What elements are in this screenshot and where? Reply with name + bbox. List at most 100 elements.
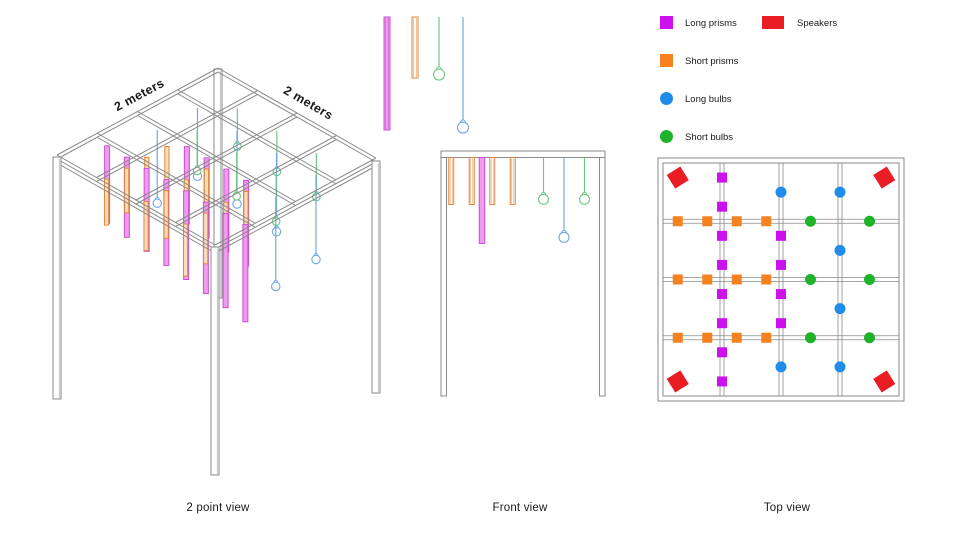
top-short-prism [761,216,772,227]
top-short-bulb [864,332,875,344]
top-long-prism [717,347,727,358]
top-long-prism [776,259,786,270]
front-top-bar [440,150,606,158]
top-long-bulb [834,244,846,256]
view-front [440,150,606,397]
top-short-bulb [805,215,816,227]
front-left-leg [440,150,447,397]
top-long-prism [717,289,727,300]
sample-short-bulb-globe [432,68,446,81]
top-short-bulb [864,215,875,227]
sample-short-prism [411,16,419,79]
legend-label: Long prisms [685,18,737,29]
top-short-prism [672,216,683,227]
near-leg [210,246,220,476]
roof-beam [135,116,298,205]
legend-label: Speakers [797,18,838,29]
roof-beam [214,165,377,254]
top-inner-border [662,162,900,397]
long-bulb-globe [311,254,321,265]
top-short-prism [672,332,683,343]
long-prism [242,224,249,323]
front-short-bulb-globe [537,193,550,205]
short-bulbs-swatch-icon [660,130,673,143]
short-prism [103,178,110,226]
top-short-bulb [805,274,816,285]
short-prism [163,190,169,239]
roof-beam [56,162,216,254]
top-long-bulb [834,186,846,198]
top-short-prism [702,332,713,343]
top-short-prism [731,332,742,343]
long-bulbs-swatch-icon [660,92,673,105]
roof-beam [217,71,377,163]
top-long-prism [717,201,727,212]
long-bulb-globe [232,199,242,209]
front-short-prism [468,157,475,205]
roof-beam [175,139,337,227]
long-bulb-globe [270,281,281,292]
short-prism [124,167,130,214]
top-long-prism [776,289,786,300]
front-short-bulb-globe [578,193,591,205]
caption-two-point-view: 2 point view [186,502,250,514]
roof-beam [135,112,298,201]
top-speaker [666,166,689,189]
short-prism [182,223,189,277]
top-outer-border [657,157,905,402]
top-short-prism [761,332,772,343]
long-prism [222,212,229,309]
top-short-prism [731,274,742,285]
top-long-bulb [775,361,787,373]
legend-label: Long bulbs [685,94,732,105]
left-leg [52,156,62,400]
roof-beam [177,89,336,181]
top-long-prism [717,230,727,241]
legend-label: Short bulbs [685,132,734,143]
top-long-bulb [834,361,846,373]
top-short-bulb [864,274,875,285]
top-long-bulb [834,303,846,315]
front-right-leg [599,150,606,397]
roof-beam [217,67,377,159]
top-short-prism [761,274,772,285]
roof-beam [214,157,377,246]
top-short-prism [731,216,742,227]
long-bulb-globe [271,227,282,237]
top-short-prism [702,274,713,285]
short-prisms-swatch-icon [660,54,673,67]
legend-label: Short prisms [685,56,739,67]
long-bulb-globe [152,198,163,209]
top-long-prism [717,318,727,329]
roof-beam [214,161,377,250]
caption-top-view: Top view [763,502,811,514]
top-long-bulb [775,186,787,198]
caption-front-view: Front view [492,502,548,514]
top-long-prism [717,376,727,387]
front-short-prism [489,157,496,205]
top-speaker [666,370,689,393]
top-short-prism [702,216,713,227]
top-long-prism [776,230,786,241]
front-short-prism [509,157,516,205]
sample-long-bulb-globe [456,121,470,134]
top-short-prism [672,274,683,285]
view-two-point [52,67,381,476]
front-long-bulb-globe [558,231,570,243]
front-long-prism [478,157,486,244]
roof-beam [177,93,336,185]
front-short-prism [448,157,455,205]
top-speaker [873,370,896,393]
top-short-bulb [805,332,816,344]
detail-samples [383,16,470,134]
long-prisms-swatch-icon [660,16,673,29]
short-prism [143,201,149,252]
right-leg [371,160,381,394]
top-long-prism [717,259,727,270]
sample-long-prism [383,16,391,131]
top-speaker [873,166,896,189]
top-long-prism [717,172,727,183]
view-top [657,157,905,402]
